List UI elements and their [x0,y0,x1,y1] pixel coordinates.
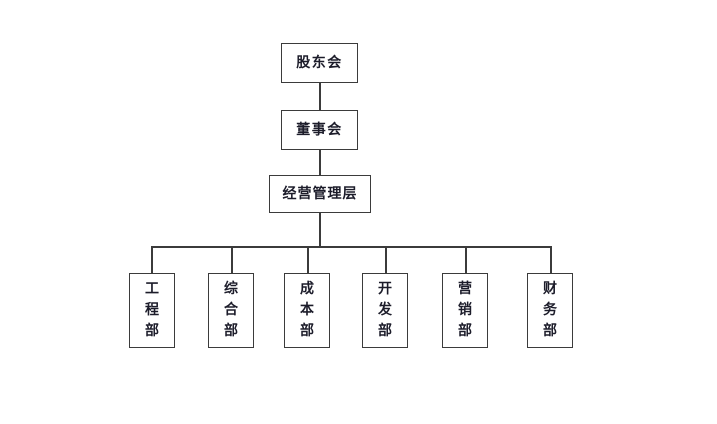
node-department-development-label: 开 发 部 [378,279,392,342]
node-department-general-affairs[interactable]: 综 合 部 [208,273,254,348]
node-department-cost-label: 成 本 部 [300,279,314,342]
connector-management-to-bus [319,213,321,247]
label-char: 财 [543,281,557,297]
node-department-marketing-label: 营 销 部 [458,279,472,342]
connector-shareholders-to-board [319,83,321,110]
label-char: 部 [300,323,314,339]
label-char: 合 [224,302,238,318]
label-char: 部 [378,323,392,339]
node-department-development[interactable]: 开 发 部 [362,273,408,348]
label-char: 工 [145,281,159,297]
connector-drop-engineering [151,246,153,273]
node-department-engineering[interactable]: 工 程 部 [129,273,175,348]
node-board-label: 董事会 [296,122,343,138]
node-shareholders[interactable]: 股东会 [281,43,358,83]
node-management[interactable]: 经营管理层 [269,175,371,213]
connector-drop-finance [550,246,552,273]
node-department-finance[interactable]: 财 务 部 [527,273,573,348]
label-char: 程 [145,302,159,318]
label-char: 开 [378,281,392,297]
label-char: 营 [458,281,472,297]
label-char: 综 [224,281,238,297]
node-department-cost[interactable]: 成 本 部 [284,273,330,348]
label-char: 部 [543,323,557,339]
label-char: 务 [543,302,557,318]
connector-drop-general-affairs [231,246,233,273]
connector-drop-development [385,246,387,273]
connector-board-to-management [319,150,321,175]
connector-department-bus [151,246,552,248]
connector-drop-cost [307,246,309,273]
label-char: 部 [458,323,472,339]
node-department-general-affairs-label: 综 合 部 [224,279,238,342]
label-char: 发 [378,302,392,318]
node-management-label: 经营管理层 [282,186,358,202]
label-char: 成 [300,281,314,297]
node-board[interactable]: 董事会 [281,110,358,150]
connector-drop-marketing [465,246,467,273]
node-department-finance-label: 财 务 部 [543,279,557,342]
node-department-engineering-label: 工 程 部 [145,279,159,342]
label-char: 销 [458,302,472,318]
label-char: 部 [224,323,238,339]
node-department-marketing[interactable]: 营 销 部 [442,273,488,348]
node-shareholders-label: 股东会 [296,55,343,71]
label-char: 本 [300,302,314,318]
label-char: 部 [145,323,159,339]
